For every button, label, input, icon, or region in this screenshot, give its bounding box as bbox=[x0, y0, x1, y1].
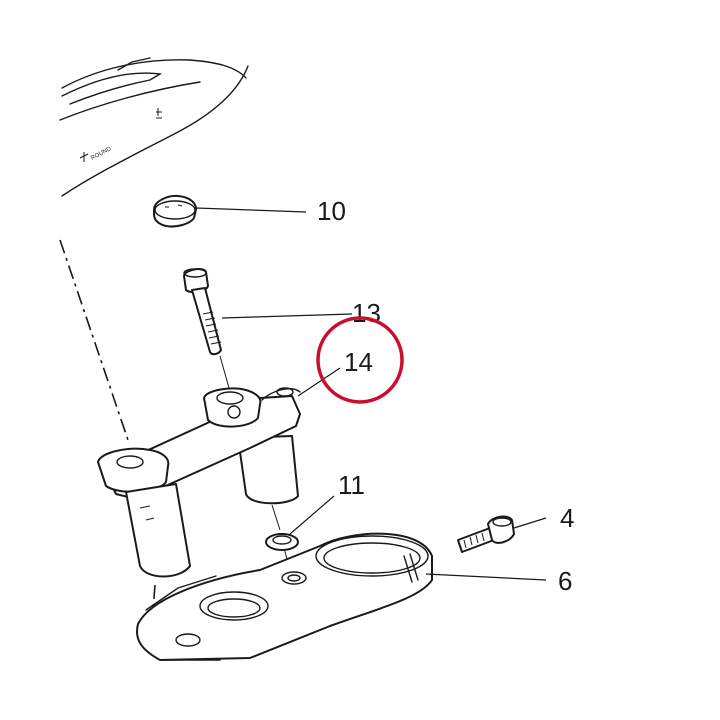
riser-part-14 bbox=[97, 387, 301, 578]
upper-crown-outline: ROUND bbox=[59, 57, 249, 197]
leader-14 bbox=[297, 367, 341, 397]
leader-6 bbox=[425, 573, 547, 581]
callout-14: 14 bbox=[344, 347, 373, 377]
callout-11: 11 bbox=[338, 470, 365, 500]
lower-crown-part-6 bbox=[136, 532, 433, 661]
washer-part-11 bbox=[265, 533, 299, 551]
axis-line-left bbox=[59, 239, 129, 441]
bolt-part-4 bbox=[457, 515, 515, 553]
highlight-circle bbox=[316, 316, 404, 404]
leader-11 bbox=[289, 495, 335, 535]
leader-13 bbox=[221, 313, 353, 319]
callout-6: 6 bbox=[558, 566, 572, 596]
leader-4 bbox=[513, 517, 547, 529]
leader-10 bbox=[195, 207, 307, 213]
cap-part-10 bbox=[153, 194, 197, 228]
callout-13: 13 bbox=[352, 298, 381, 328]
callout-10: 10 bbox=[317, 196, 346, 226]
bolt-part-13 bbox=[183, 268, 222, 356]
callout-4: 4 bbox=[560, 503, 574, 533]
svg-text:ROUND: ROUND bbox=[90, 146, 113, 162]
leader-lines bbox=[195, 207, 547, 581]
